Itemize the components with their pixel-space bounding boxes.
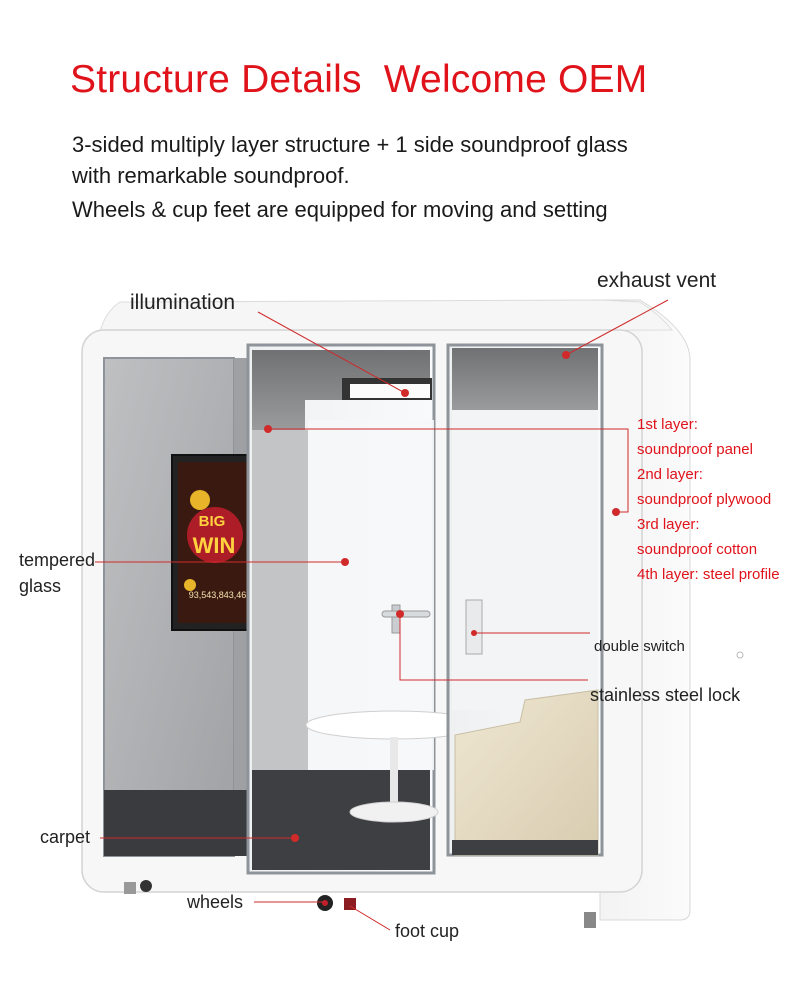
layer-3-heading: 3rd layer: <box>637 516 700 533</box>
label-carpet: carpet <box>40 827 91 847</box>
label-double-switch: double switch <box>594 638 685 655</box>
label-stainless-steel-lock: stainless steel lock <box>590 685 741 705</box>
layer-1-heading: 1st layer: <box>637 416 698 433</box>
layer-1-material: soundproof panel <box>637 441 753 458</box>
label-foot-cup: foot cup <box>395 921 460 941</box>
right-window <box>446 343 604 857</box>
screen-text-number: 93,543,843,469 <box>189 590 252 600</box>
page-title: Structure Details Welcome OEM <box>70 58 648 101</box>
layer-2-heading: 2nd layer: <box>637 466 703 483</box>
label-exhaust-vent: exhaust vent <box>597 269 717 292</box>
door-handle <box>381 604 431 634</box>
description-line-3: Wheels & cup feet are equipped for movin… <box>72 197 608 222</box>
description-line-2: with remarkable soundproof. <box>72 163 350 188</box>
glass-door <box>246 343 483 875</box>
screen-text-win: WIN <box>193 533 236 558</box>
label-tempered-glass-2: glass <box>19 576 62 596</box>
layer-2-material: soundproof plywood <box>637 491 772 508</box>
label-tempered-glass-1: tempered <box>19 550 96 570</box>
booth-base <box>124 651 744 928</box>
screen-text-big: BIG <box>199 513 226 530</box>
layer-3-material: soundproof cotton <box>637 541 758 558</box>
callout-dots <box>264 351 620 842</box>
description-line-1: 3-sided multiply layer structure + 1 sid… <box>72 132 628 157</box>
layer-4: 4th layer: steel profile <box>637 566 780 583</box>
label-illumination: illumination <box>130 291 236 314</box>
callout-lines <box>95 299 669 931</box>
label-wheels: wheels <box>187 892 244 912</box>
